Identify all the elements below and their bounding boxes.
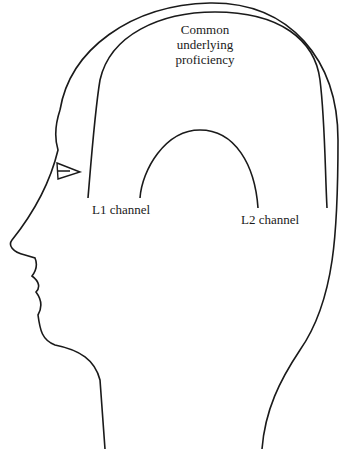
channel-label: L1 channel [92,202,150,217]
channel-label: L2 channel [241,212,299,227]
eye [57,163,80,179]
proficiency-region: Common underlying proficiency [85,8,330,203]
head-back [60,3,338,449]
region-path [88,12,327,208]
region-label: Common underlying proficiency [160,22,250,67]
